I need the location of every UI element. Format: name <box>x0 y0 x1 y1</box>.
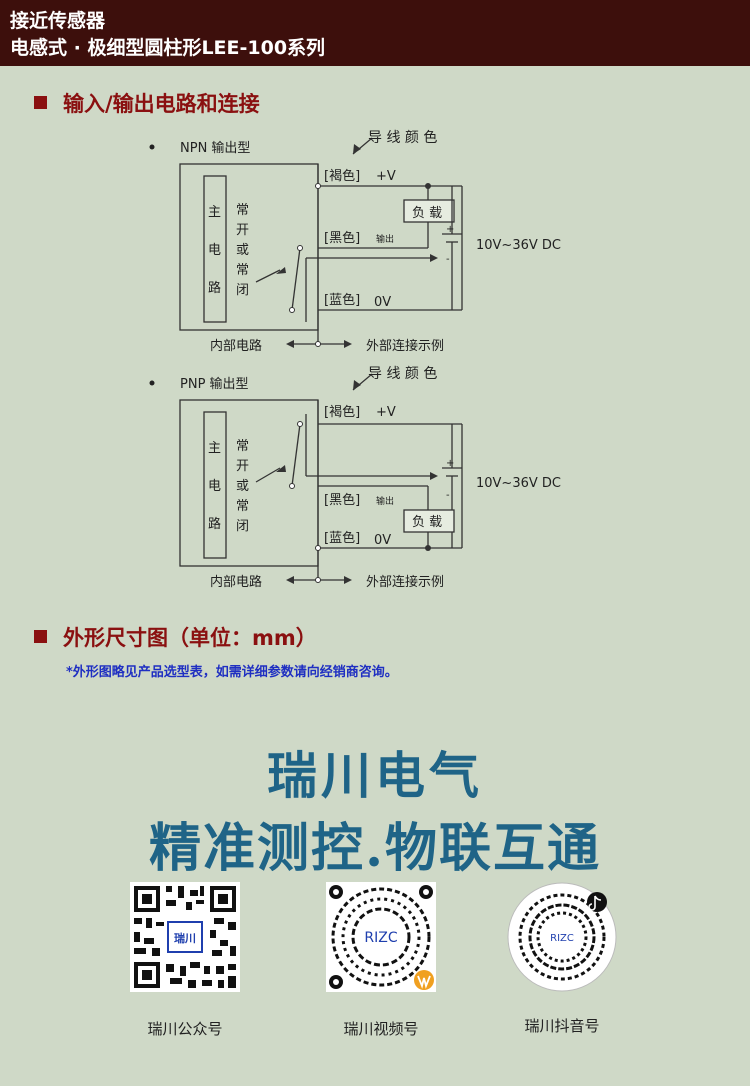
npn-plus-v: +V <box>376 169 396 184</box>
qr-code-video-channel[interactable]: RIZC <box>326 882 436 992</box>
npn-brown-label: [褐色] <box>324 168 360 184</box>
npn-main-2: 电 <box>208 243 221 258</box>
npn-supply-label: 10V~36V DC <box>476 238 561 253</box>
pnp-main-1: 主 <box>208 441 221 456</box>
qr-label-video-channel: 瑞川视频号 <box>343 1020 419 1038</box>
square-bullet-icon <box>34 96 47 109</box>
npn-contact-2: 开 <box>236 223 249 238</box>
npn-contact-5: 闭 <box>236 283 249 298</box>
company-name: 瑞川电气 <box>267 746 483 805</box>
dimension-note: *外形图略见产品选型表，如需详细参数请向经销商咨询。 <box>66 665 398 680</box>
section-io-circuit-title: 输入/输出电路和连接 <box>34 88 260 118</box>
pnp-contact-4: 常 <box>236 499 249 514</box>
npn-black-label: [黑色] <box>324 230 360 246</box>
npn-blue-label: [蓝色] <box>324 292 360 308</box>
pnp-main-3: 路 <box>208 516 221 532</box>
npn-external-label: 外部连接示例 <box>366 338 444 354</box>
qr-label-official-account: 瑞川公众号 <box>147 1020 223 1038</box>
pnp-contact-5: 闭 <box>236 519 249 534</box>
npn-contact-3: 或 <box>236 243 249 258</box>
qr-center-text: RIZC <box>550 933 574 944</box>
pnp-contact-2: 开 <box>236 459 249 474</box>
npn-plus-sign: + <box>446 224 454 235</box>
pnp-wire-color-label: 导 线 颜 色 <box>368 365 437 382</box>
npn-main-3: 路 <box>208 280 221 296</box>
pnp-black-label: [黑色] <box>324 492 360 508</box>
pnp-plus-sign: + <box>446 458 454 469</box>
pnp-minus-sign: - <box>446 490 450 501</box>
pnp-brown-label: [褐色] <box>324 404 360 420</box>
npn-internal-label: 内部电路 <box>210 338 262 354</box>
npn-contact-1: 常 <box>236 203 249 218</box>
qr-center-text: RIZC <box>364 930 397 946</box>
square-bullet-icon <box>34 630 47 643</box>
pnp-blue-label: [蓝色] <box>324 530 360 546</box>
pnp-plus-v: +V <box>376 405 396 420</box>
pnp-external-label: 外部连接示例 <box>366 574 444 590</box>
header-product-series: 电感式 · 极细型圆柱形LEE-100系列 <box>10 37 326 59</box>
qr-center-text: 瑞川 <box>174 931 196 945</box>
section-dimensions-title: 外形尺寸图（单位：mm） <box>34 622 317 652</box>
pnp-output-label: 输出 <box>376 495 394 507</box>
qr-code-official-account[interactable]: 瑞川 <box>130 882 240 992</box>
pnp-contact-1: 常 <box>236 439 249 454</box>
pnp-supply-label: 10V~36V DC <box>476 476 561 491</box>
pnp-title: PNP 输出型 <box>180 376 249 392</box>
qr-code-douyin[interactable]: RIZC <box>507 882 617 992</box>
npn-minus-sign: - <box>446 254 450 265</box>
npn-wire-color-label: 导 线 颜 色 <box>368 129 437 146</box>
pnp-circuit-diagram: PNP 输出型 导 线 颜 色 [褐色] +V [黑色] 输出 [蓝色] 0V … <box>149 365 561 590</box>
pnp-main-2: 电 <box>208 479 221 494</box>
qr-label-douyin: 瑞川抖音号 <box>524 1017 600 1035</box>
pnp-load-label: 负 载 <box>412 515 442 530</box>
pnp-zero-v: 0V <box>374 533 391 548</box>
npn-title: NPN 输出型 <box>180 140 250 156</box>
npn-circuit-diagram: NPN 输出型 导 线 颜 色 [褐色] +V [黑色] 输出 [蓝色] 0V … <box>149 129 561 354</box>
company-slogan: 精准测控.物联互通 <box>148 818 602 879</box>
npn-load-label: 负 载 <box>412 206 442 221</box>
header-category: 接近传感器 <box>10 10 106 32</box>
npn-zero-v: 0V <box>374 295 391 310</box>
npn-main-1: 主 <box>208 205 221 220</box>
npn-output-label: 输出 <box>376 233 394 245</box>
pnp-internal-label: 内部电路 <box>210 574 262 590</box>
douyin-icon <box>587 892 607 912</box>
pnp-contact-3: 或 <box>236 479 249 494</box>
npn-contact-4: 常 <box>236 263 249 278</box>
page-header: 接近传感器 电感式 · 极细型圆柱形LEE-100系列 <box>0 0 750 66</box>
